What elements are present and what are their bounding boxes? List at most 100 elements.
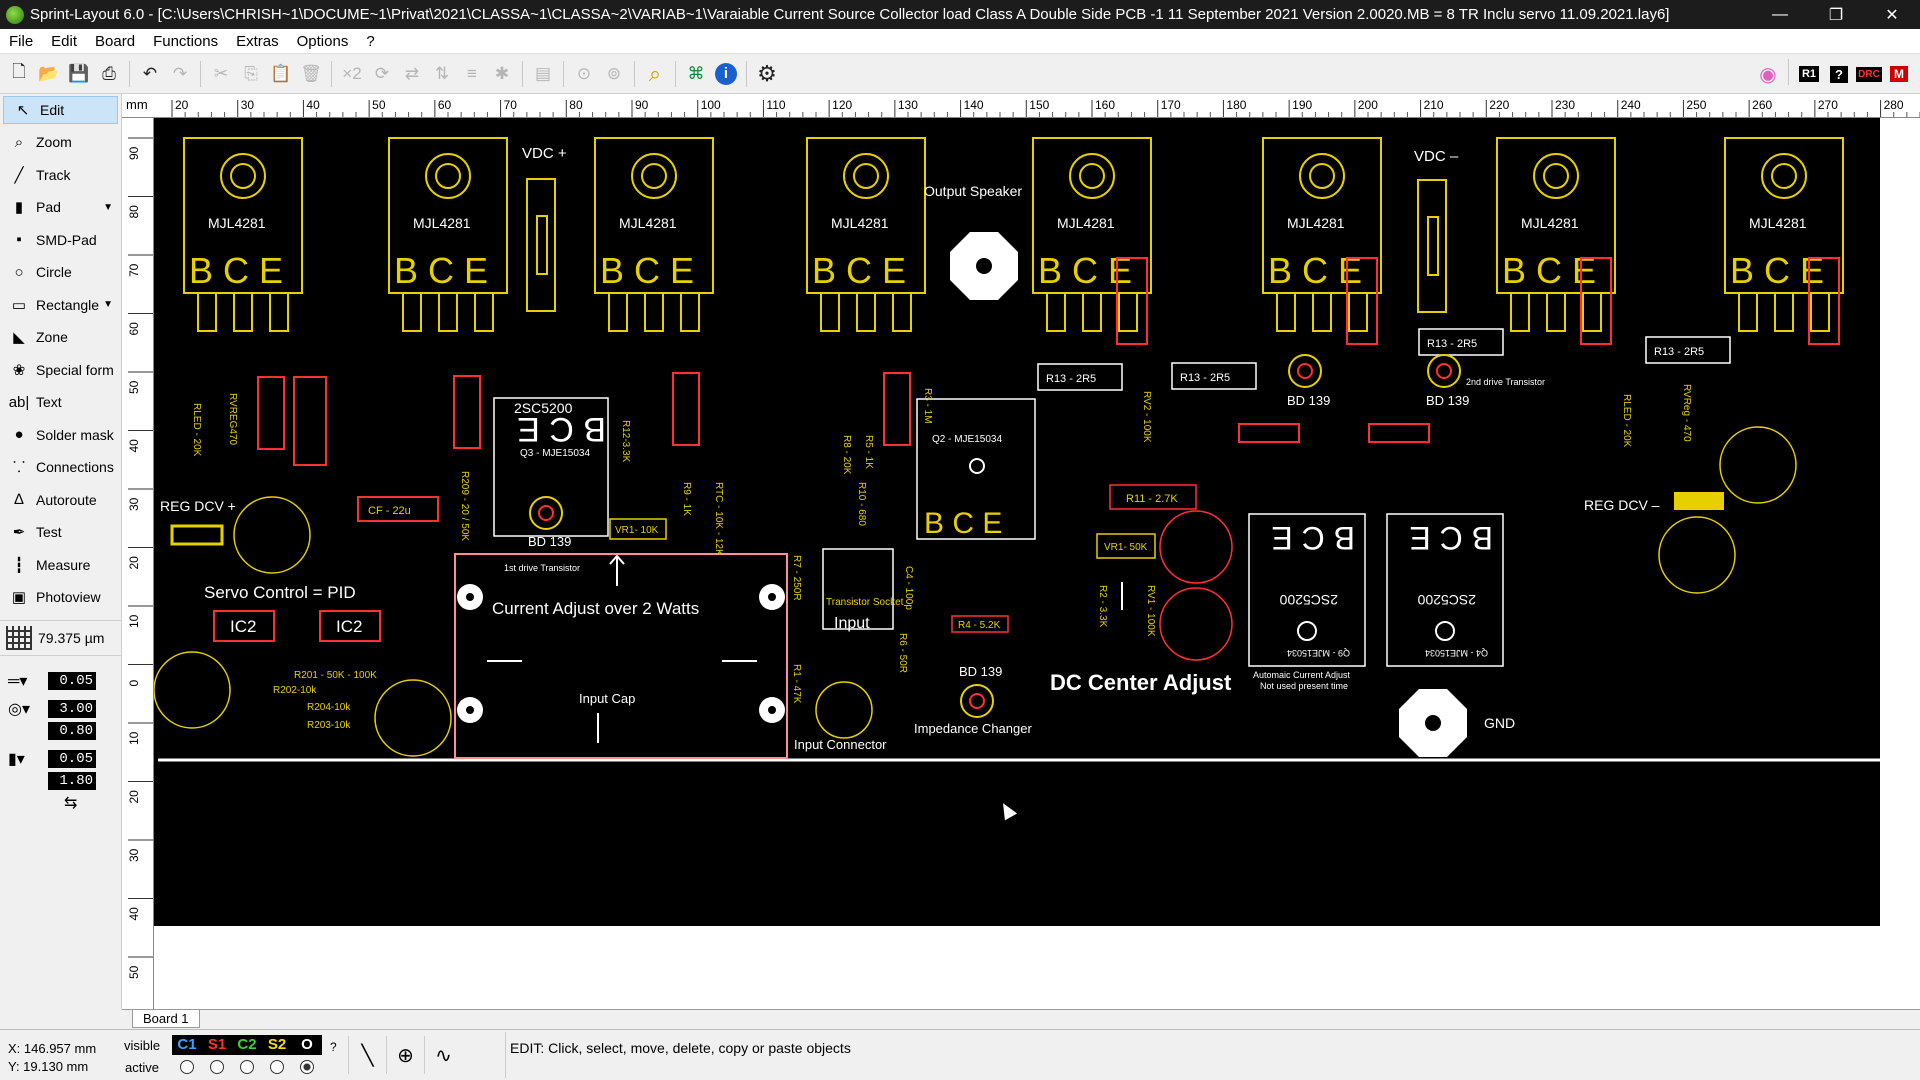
snap-icon[interactable]: ✱ (494, 63, 510, 83)
save-icon[interactable]: 💾 (68, 63, 90, 83)
print-icon[interactable]: ⎙ (102, 63, 116, 83)
input-connector[interactable] (815, 681, 873, 739)
bd139-driver-3[interactable] (529, 496, 563, 530)
regulator-plus[interactable] (170, 524, 224, 546)
mirror-horizontal-icon[interactable]: ⇄ (404, 63, 420, 83)
magnifier-icon[interactable]: ⌕ (648, 60, 662, 86)
tool-circle[interactable]: ○Circle (0, 256, 121, 289)
fuse-plus[interactable] (526, 178, 556, 312)
dc-cap-1[interactable] (1159, 510, 1233, 584)
layer-toggle-o[interactable]: O (292, 1035, 322, 1055)
vr1-10k[interactable] (609, 518, 667, 540)
mirror-vertical-icon[interactable]: ⇅ (434, 63, 450, 83)
chevron-down-icon[interactable]: ▼ (103, 201, 113, 213)
open-folder-icon[interactable]: 📂 (38, 63, 60, 83)
layer-help[interactable]: ? (330, 1040, 337, 1054)
resistor-red-1[interactable] (257, 376, 285, 450)
ic2-left[interactable] (213, 610, 275, 642)
bd139-driver-1[interactable] (1288, 354, 1322, 388)
layer-active-radio-s2[interactable] (262, 1057, 292, 1077)
menu-functions[interactable]: Functions (153, 32, 219, 50)
restore-button[interactable]: ❐ (1828, 6, 1844, 24)
smd-height-input[interactable]: 1.80 (48, 771, 96, 790)
swap-icon[interactable]: ⇆ (64, 794, 78, 812)
vr1-50k[interactable] (1096, 533, 1156, 559)
resistor-red-4[interactable] (672, 372, 700, 446)
minimize-button[interactable]: — (1772, 5, 1788, 23)
track-width-input[interactable]: 0.05 (48, 671, 96, 690)
cut-icon[interactable]: ✂ (213, 63, 229, 83)
tool-connections[interactable]: ⸪Connections (0, 451, 121, 484)
r13-box-3[interactable] (1418, 328, 1504, 356)
r11-resistor[interactable] (1109, 484, 1197, 510)
tool-zone[interactable]: ◣Zone (0, 321, 121, 354)
group-icon[interactable]: ▤ (534, 63, 552, 83)
ic2-right[interactable] (319, 610, 381, 642)
rubberband-icon[interactable]: ∿ (424, 1036, 462, 1074)
smd-width-input[interactable]: 0.05 (48, 749, 96, 768)
close-button[interactable]: ✕ (1885, 6, 1899, 24)
r13-box-4[interactable] (1645, 336, 1731, 364)
tool-special-form[interactable]: ❀Special form (0, 354, 121, 387)
tool-measure[interactable]: ┇Measure (0, 549, 121, 582)
tool-pad[interactable]: ▮Pad▼ (0, 191, 121, 224)
r13-box-1[interactable] (1037, 363, 1123, 391)
layer-toggle-s2[interactable]: S2 (262, 1035, 292, 1055)
tool-rectangle[interactable]: ▭Rectangle▼ (0, 289, 121, 322)
new-file-icon[interactable]: 🗋 (12, 62, 26, 81)
layer-toggle-c2[interactable]: C2 (232, 1035, 262, 1055)
tool-test[interactable]: ✒Test (0, 516, 121, 549)
pad-inner-input[interactable]: 0.80 (48, 721, 96, 740)
layer-toggle-c1[interactable]: C1 (172, 1035, 202, 1055)
resistor-red-6[interactable] (1238, 423, 1300, 443)
menu-help[interactable]: ? (366, 32, 375, 50)
duplicate-icon[interactable]: ×2 (342, 63, 362, 83)
q2-driver[interactable] (916, 398, 1036, 540)
help-icon[interactable]: ? (1824, 59, 1854, 89)
board-tab[interactable]: Board 1 (132, 1010, 200, 1028)
layer-active-radio-o[interactable] (292, 1057, 322, 1077)
track-route-icon[interactable]: ╲ (348, 1036, 386, 1074)
bd139-impedance[interactable] (960, 684, 994, 718)
pad-outer-input[interactable]: 3.00 (48, 699, 96, 718)
tool-autoroute[interactable]: ∆Autoroute (0, 484, 121, 517)
delete-icon[interactable]: 🗑 (300, 63, 322, 83)
tool-photoview[interactable]: ▣Photoview (0, 581, 121, 614)
redo-icon[interactable]: ↷ (172, 63, 188, 83)
align-icon[interactable]: ≡ (467, 63, 477, 83)
resistor-red-2[interactable] (293, 376, 327, 466)
drc-icon[interactable]: DRC (1856, 66, 1882, 82)
copy-icon[interactable]: ⎘ (244, 63, 258, 83)
mask-icon[interactable]: ⊙ (576, 63, 592, 83)
settings-gear-icon[interactable]: ⚙ (757, 60, 777, 86)
tool-smd-pad[interactable]: ▪SMD-Pad (0, 224, 121, 257)
tool-track[interactable]: ╱Track (0, 159, 121, 192)
cf-cap[interactable] (357, 496, 439, 522)
ungroup-icon[interactable]: ⊚ (606, 63, 622, 83)
resistor-red-5[interactable] (883, 372, 911, 446)
rotate-icon[interactable]: ⟳ (374, 63, 390, 83)
q3-driver[interactable] (493, 397, 609, 537)
menu-extras[interactable]: Extras (236, 32, 279, 50)
fuse-minus[interactable] (1417, 179, 1447, 313)
layer-toggle-s1[interactable]: S1 (202, 1035, 232, 1055)
tool-edit[interactable]: ↖Edit (3, 96, 118, 124)
crosshair-icon[interactable]: ⊕ (386, 1036, 424, 1074)
chevron-down-icon[interactable]: ▼ (103, 299, 113, 311)
2sc5200-left[interactable] (1248, 513, 1366, 667)
r4-resistor[interactable] (951, 615, 1009, 633)
resistor-red-3[interactable] (453, 375, 481, 449)
current-adjust-block[interactable] (454, 553, 788, 759)
regulator-minus[interactable] (1674, 492, 1724, 510)
resistor-red-7[interactable] (1368, 423, 1430, 443)
info-icon[interactable]: i (711, 59, 741, 89)
